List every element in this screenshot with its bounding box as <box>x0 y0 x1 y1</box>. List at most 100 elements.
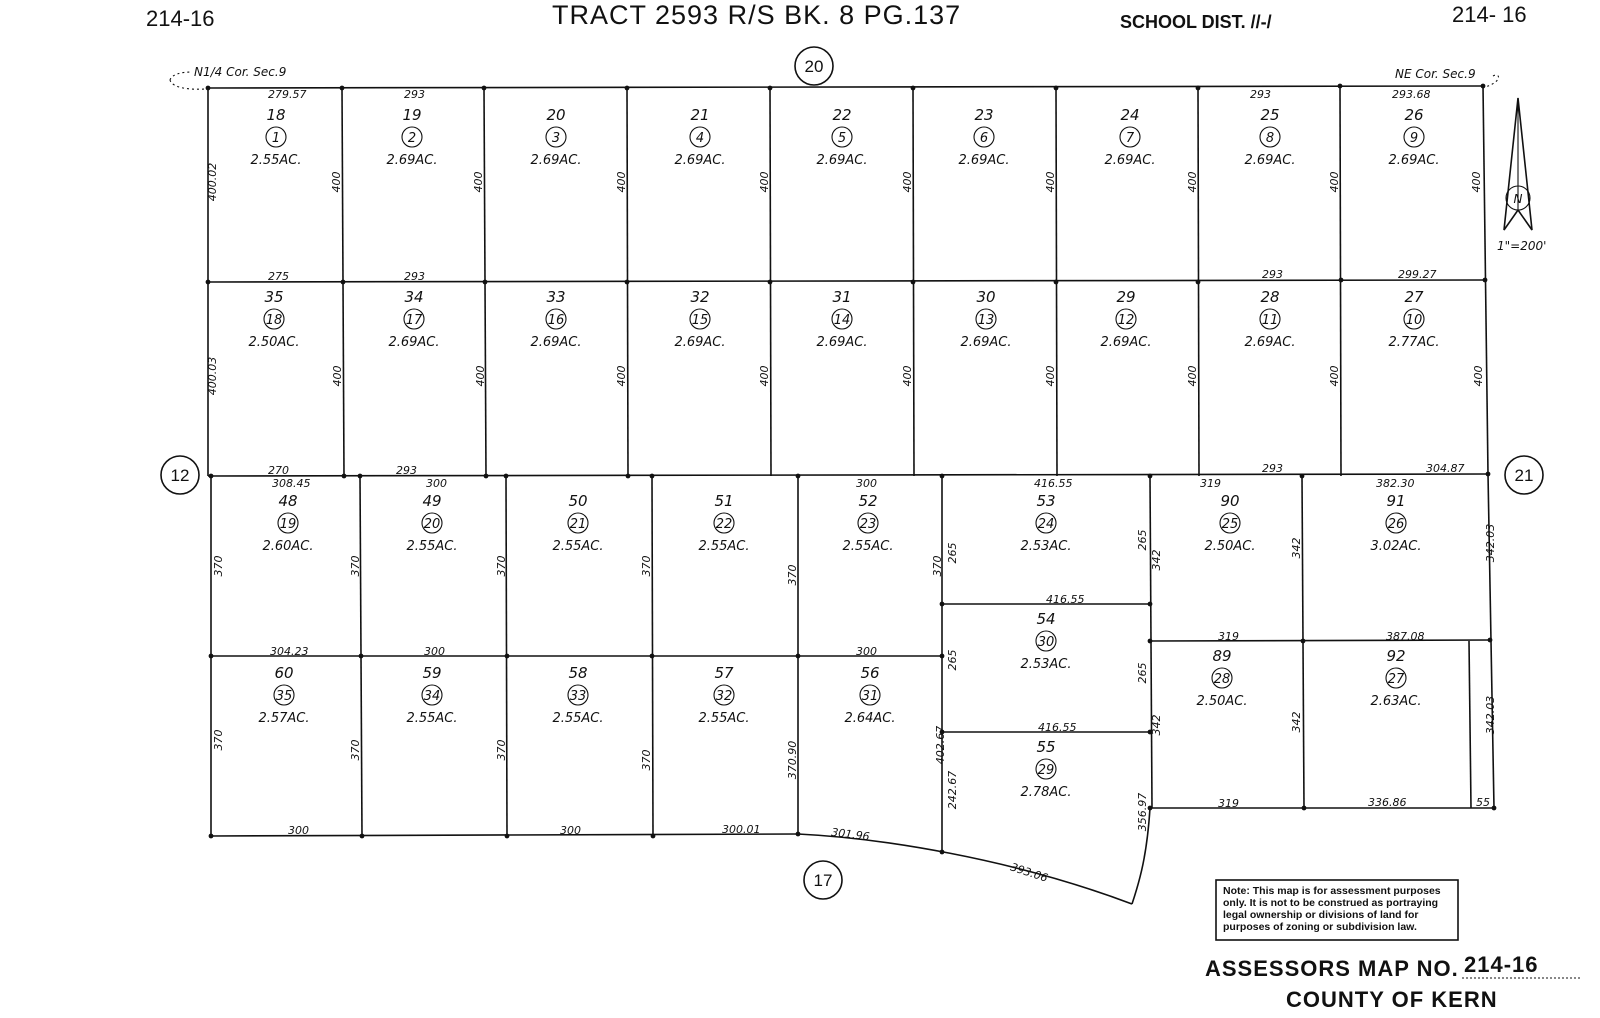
adjacent-map-west[interactable]: 12 <box>160 455 200 495</box>
parcel-number: 4 <box>696 131 704 146</box>
dimension-label: 293 <box>396 464 417 477</box>
dimension-label: 265 <box>1136 530 1149 551</box>
lot-acreage: 2.50AC. <box>1196 694 1247 709</box>
dimension-label: 400 <box>901 172 914 193</box>
parcel-circle <box>689 126 711 148</box>
school-district: SCHOOL DIST. //-/ <box>1120 12 1272 32</box>
lot-number: 29 <box>1116 288 1135 306</box>
lot-acreage: 2.60AC. <box>262 539 313 554</box>
parcel-number: 26 <box>1388 517 1405 532</box>
nw-corner-label: N1/4 Cor. Sec.9 <box>194 65 286 79</box>
dimension-label: 342 <box>1150 715 1163 736</box>
map-number-left: 214-16 <box>146 6 215 31</box>
lot-acreage: 2.53AC. <box>1020 539 1071 554</box>
dimension-label: 342 <box>1290 712 1303 733</box>
lot-number: 33 <box>546 288 565 306</box>
lot-number: 25 <box>1260 106 1279 124</box>
dimension-label: 400 <box>474 366 487 387</box>
parcel-number: 10 <box>1406 313 1423 328</box>
dimension-label: 387.08 <box>1386 630 1425 643</box>
lot-labels: 1812.55AC.1922.69AC.2032.69AC.2142.69AC.… <box>248 106 1439 800</box>
ne-corner-leader <box>1481 74 1499 89</box>
lot-number: 32 <box>690 288 709 306</box>
map-number-value: 214-16 <box>1464 952 1539 977</box>
map-number-label: ASSESSORS MAP NO. <box>1205 956 1459 981</box>
lot-number: 20 <box>546 106 565 124</box>
parcel-circle <box>1035 512 1057 534</box>
parcel-circle <box>973 126 995 148</box>
dimension-label: 370.90 <box>786 741 799 780</box>
dimension-label: 400 <box>1328 172 1341 193</box>
parcel-number: 12 <box>1118 313 1135 328</box>
lot-acreage: 2.55AC. <box>842 539 893 554</box>
dimension-label: 300 <box>560 824 581 837</box>
dimension-label: 304.87 <box>1426 462 1465 475</box>
dimension-label: 370 <box>212 556 225 577</box>
dimension-label: 304.23 <box>270 645 309 658</box>
survey-points <box>205 83 1497 855</box>
dimension-label: 382.30 <box>1376 477 1415 490</box>
parcel-number: 25 <box>1222 517 1239 532</box>
dimension-label: 293 <box>1262 268 1283 281</box>
dimension-label: 319 <box>1218 797 1239 810</box>
dimension-label: 270 <box>268 464 289 477</box>
lot-number: 50 <box>568 492 587 510</box>
dimension-label: 342.03 <box>1484 696 1497 735</box>
adjacent-map-east[interactable]: 21 <box>1504 455 1544 495</box>
dimension-label: 293.68 <box>1392 88 1431 101</box>
map-scale: 1"=200' <box>1497 239 1546 253</box>
parcel-lines <box>207 85 1495 905</box>
parcel-circle <box>859 684 881 706</box>
dimension-label: 301.96 <box>831 826 871 844</box>
adjacent-map-north[interactable]: 20 <box>794 46 834 86</box>
parcel-number: 7 <box>1126 131 1135 146</box>
dimension-label: 293 <box>1250 88 1271 101</box>
parcel-circle <box>689 308 711 330</box>
note-line-2: only. It is not to be construed as portr… <box>1223 897 1438 909</box>
parcel-number: 22 <box>716 517 733 532</box>
lot-acreage: 2.69AC. <box>1100 335 1151 350</box>
nw-corner-leader <box>169 71 193 81</box>
lot-acreage: 2.69AC. <box>960 335 1011 350</box>
lot-acreage: 2.69AC. <box>530 335 581 350</box>
parcel-circle <box>713 512 735 534</box>
parcel-circle <box>545 308 567 330</box>
dimension-label: 370 <box>212 730 225 751</box>
dimension-label: 356.97 <box>1136 793 1149 832</box>
dimension-label: 319 <box>1200 477 1221 490</box>
dimension-label: 300 <box>856 645 877 658</box>
lot-acreage: 2.69AC. <box>674 335 725 350</box>
lot-number: 91 <box>1386 492 1405 510</box>
dimension-label: 400 <box>1472 366 1485 387</box>
dimension-label: 336.86 <box>1368 796 1407 809</box>
parcel-circle <box>277 512 299 534</box>
lot-number: 49 <box>422 492 441 510</box>
note-line-4: purposes of zoning or subdivision law. <box>1223 921 1417 933</box>
lot-number: 28 <box>1260 288 1279 306</box>
parcel-number: 30 <box>1038 635 1055 650</box>
dimension-label: 400 <box>1470 172 1483 193</box>
parcel-number: 32 <box>716 689 733 704</box>
dimension-label: 293 <box>1262 462 1283 475</box>
lot-number: 56 <box>860 664 879 682</box>
dimension-label: 400 <box>1186 366 1199 387</box>
lot-acreage: 2.69AC. <box>816 153 867 168</box>
parcel-number: 17 <box>406 313 423 328</box>
lot-acreage: 2.55AC. <box>552 711 603 726</box>
adjacent-map-south[interactable]: 17 <box>803 860 843 900</box>
dimension-label: 300 <box>426 477 447 490</box>
lot-number: 92 <box>1386 647 1405 665</box>
parcel-number: 34 <box>424 689 441 704</box>
dimension-label: 400 <box>1186 172 1199 193</box>
